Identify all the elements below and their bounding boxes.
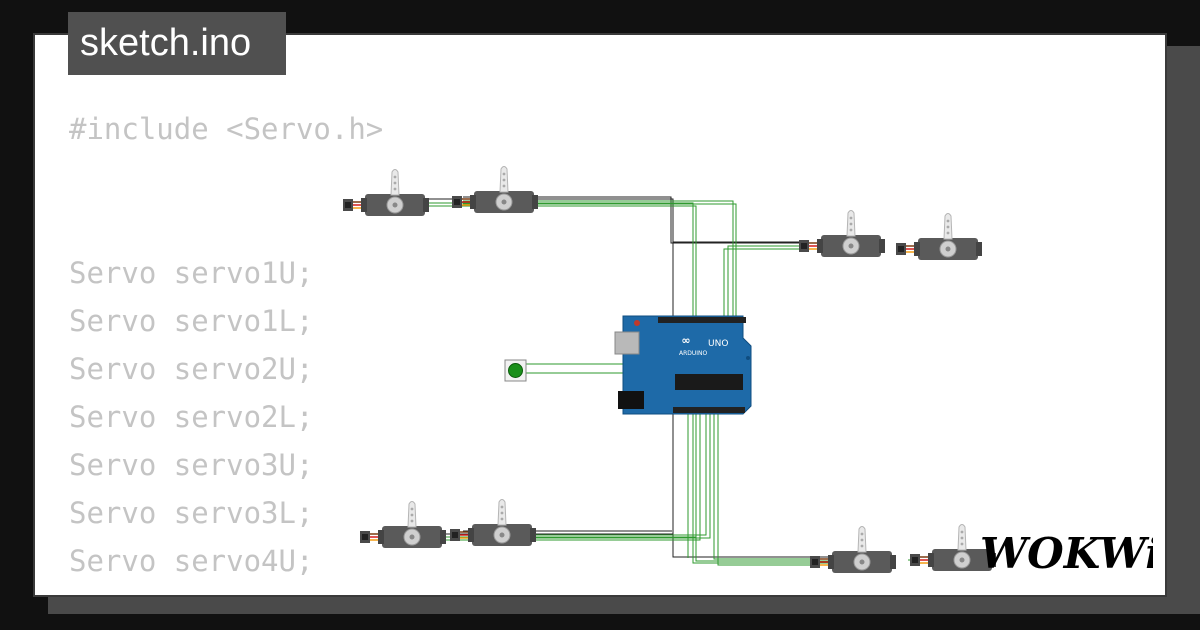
circuit-diagram: ∞ ARDUINO UNO	[342, 165, 997, 574]
code-line-1: #include <Servo.h>	[69, 112, 384, 146]
servo-4u[interactable]	[809, 525, 897, 574]
board-brand: ARDUINO	[679, 350, 708, 357]
push-button[interactable]	[504, 359, 527, 382]
servo-2l[interactable]	[895, 212, 983, 261]
code-line-11: Servo servo4L;	[69, 585, 383, 595]
preview-card: #include <Servo.h> Servo servo1U; Servo se…	[33, 33, 1167, 597]
code-line-9: Servo servo3L;	[69, 496, 314, 530]
code-line-6: Servo servo2U;	[69, 352, 314, 386]
board-model: UNO	[708, 339, 728, 349]
arduino-uno-board[interactable]: ∞ ARDUINO UNO	[614, 315, 752, 415]
code-line-8: Servo servo3U;	[69, 448, 314, 482]
code-editor: #include <Servo.h> Servo servo1U; Servo se…	[69, 105, 384, 595]
code-line-4: Servo servo1U;	[69, 256, 314, 290]
servo-3u[interactable]	[359, 500, 447, 549]
wires-black	[368, 196, 838, 558]
code-line-5: Servo servo1L;	[69, 304, 314, 338]
servo-2u[interactable]	[798, 209, 886, 258]
code-line-10: Servo servo4U;	[69, 544, 314, 578]
svg-text:∞: ∞	[681, 334, 690, 347]
file-tab[interactable]: sketch.ino	[68, 12, 286, 75]
code-line-7: Servo servo2L;	[69, 400, 314, 434]
wokwi-logo-text: WOKWi	[980, 529, 1153, 578]
servo-3l[interactable]	[449, 498, 537, 547]
wokwi-logo: WOKWi	[980, 529, 1153, 578]
servo-1u[interactable]	[342, 168, 430, 217]
